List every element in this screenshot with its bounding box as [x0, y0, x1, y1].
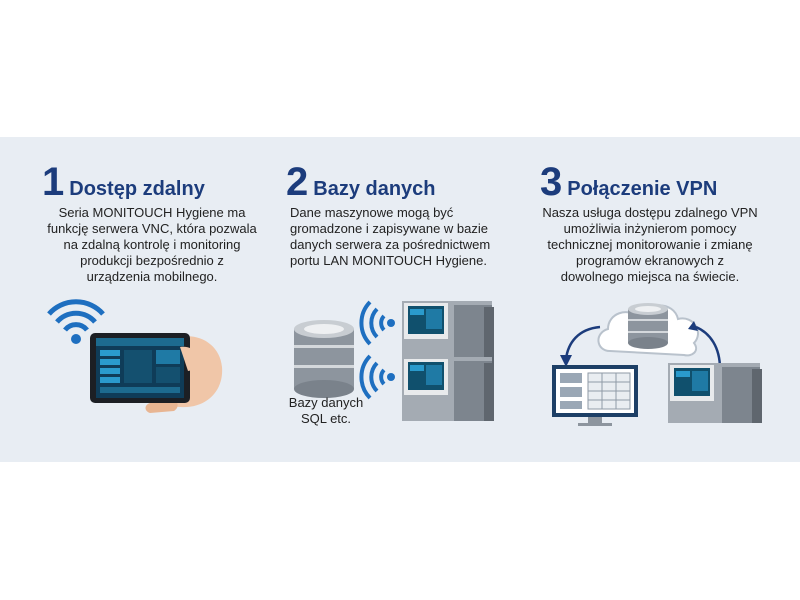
vpn-illustration	[552, 303, 762, 426]
wifi-icon	[359, 354, 395, 400]
wifi-icon	[47, 299, 105, 344]
section-description: Seria MONITOUCH Hygiene ma funkcję serwe…	[47, 205, 257, 284]
hmi-terminal-icon	[668, 363, 762, 423]
section-description: Dane maszynowe mogą być gromadzone i zap…	[290, 205, 491, 268]
section-title: Połączenie VPN	[567, 178, 718, 200]
section-databases: 2 Bazy danych Dane maszynowe mogą być gr…	[270, 137, 530, 462]
tablet-icon	[90, 333, 190, 403]
feature-band: 1 Dostęp zdalny Seria MONITOUCH Hygiene …	[0, 137, 800, 462]
section-vpn: 3 Połączenie VPN Nasza usługa dostępu zd…	[530, 137, 800, 462]
database-label: Bazy danych SQL etc.	[288, 395, 364, 426]
section-heading: 2 Bazy danych	[286, 162, 436, 202]
cloud-icon	[597, 303, 699, 357]
section-number: 2	[286, 160, 309, 204]
section-title: Dostęp zdalny	[69, 178, 205, 200]
section-number: 1	[42, 160, 65, 204]
database-icon	[294, 320, 354, 398]
wifi-icon	[359, 300, 395, 346]
hmi-terminal-icon	[402, 301, 494, 365]
section-number: 3	[540, 160, 563, 204]
remote-access-illustration	[47, 299, 223, 413]
section-remote-access: 1 Dostęp zdalny Seria MONITOUCH Hygiene …	[0, 137, 270, 462]
arrow-icon	[560, 325, 601, 367]
database-illustration	[294, 300, 494, 421]
section-heading: 1 Dostęp zdalny	[42, 162, 205, 202]
monitor-icon	[552, 365, 638, 426]
section-heading: 3 Połączenie VPN	[540, 162, 717, 202]
section-title: Bazy danych	[313, 178, 436, 200]
hmi-terminal-icon	[402, 357, 494, 421]
section-description: Nasza usługa dostępu zdalnego VPN umożli…	[542, 205, 758, 284]
